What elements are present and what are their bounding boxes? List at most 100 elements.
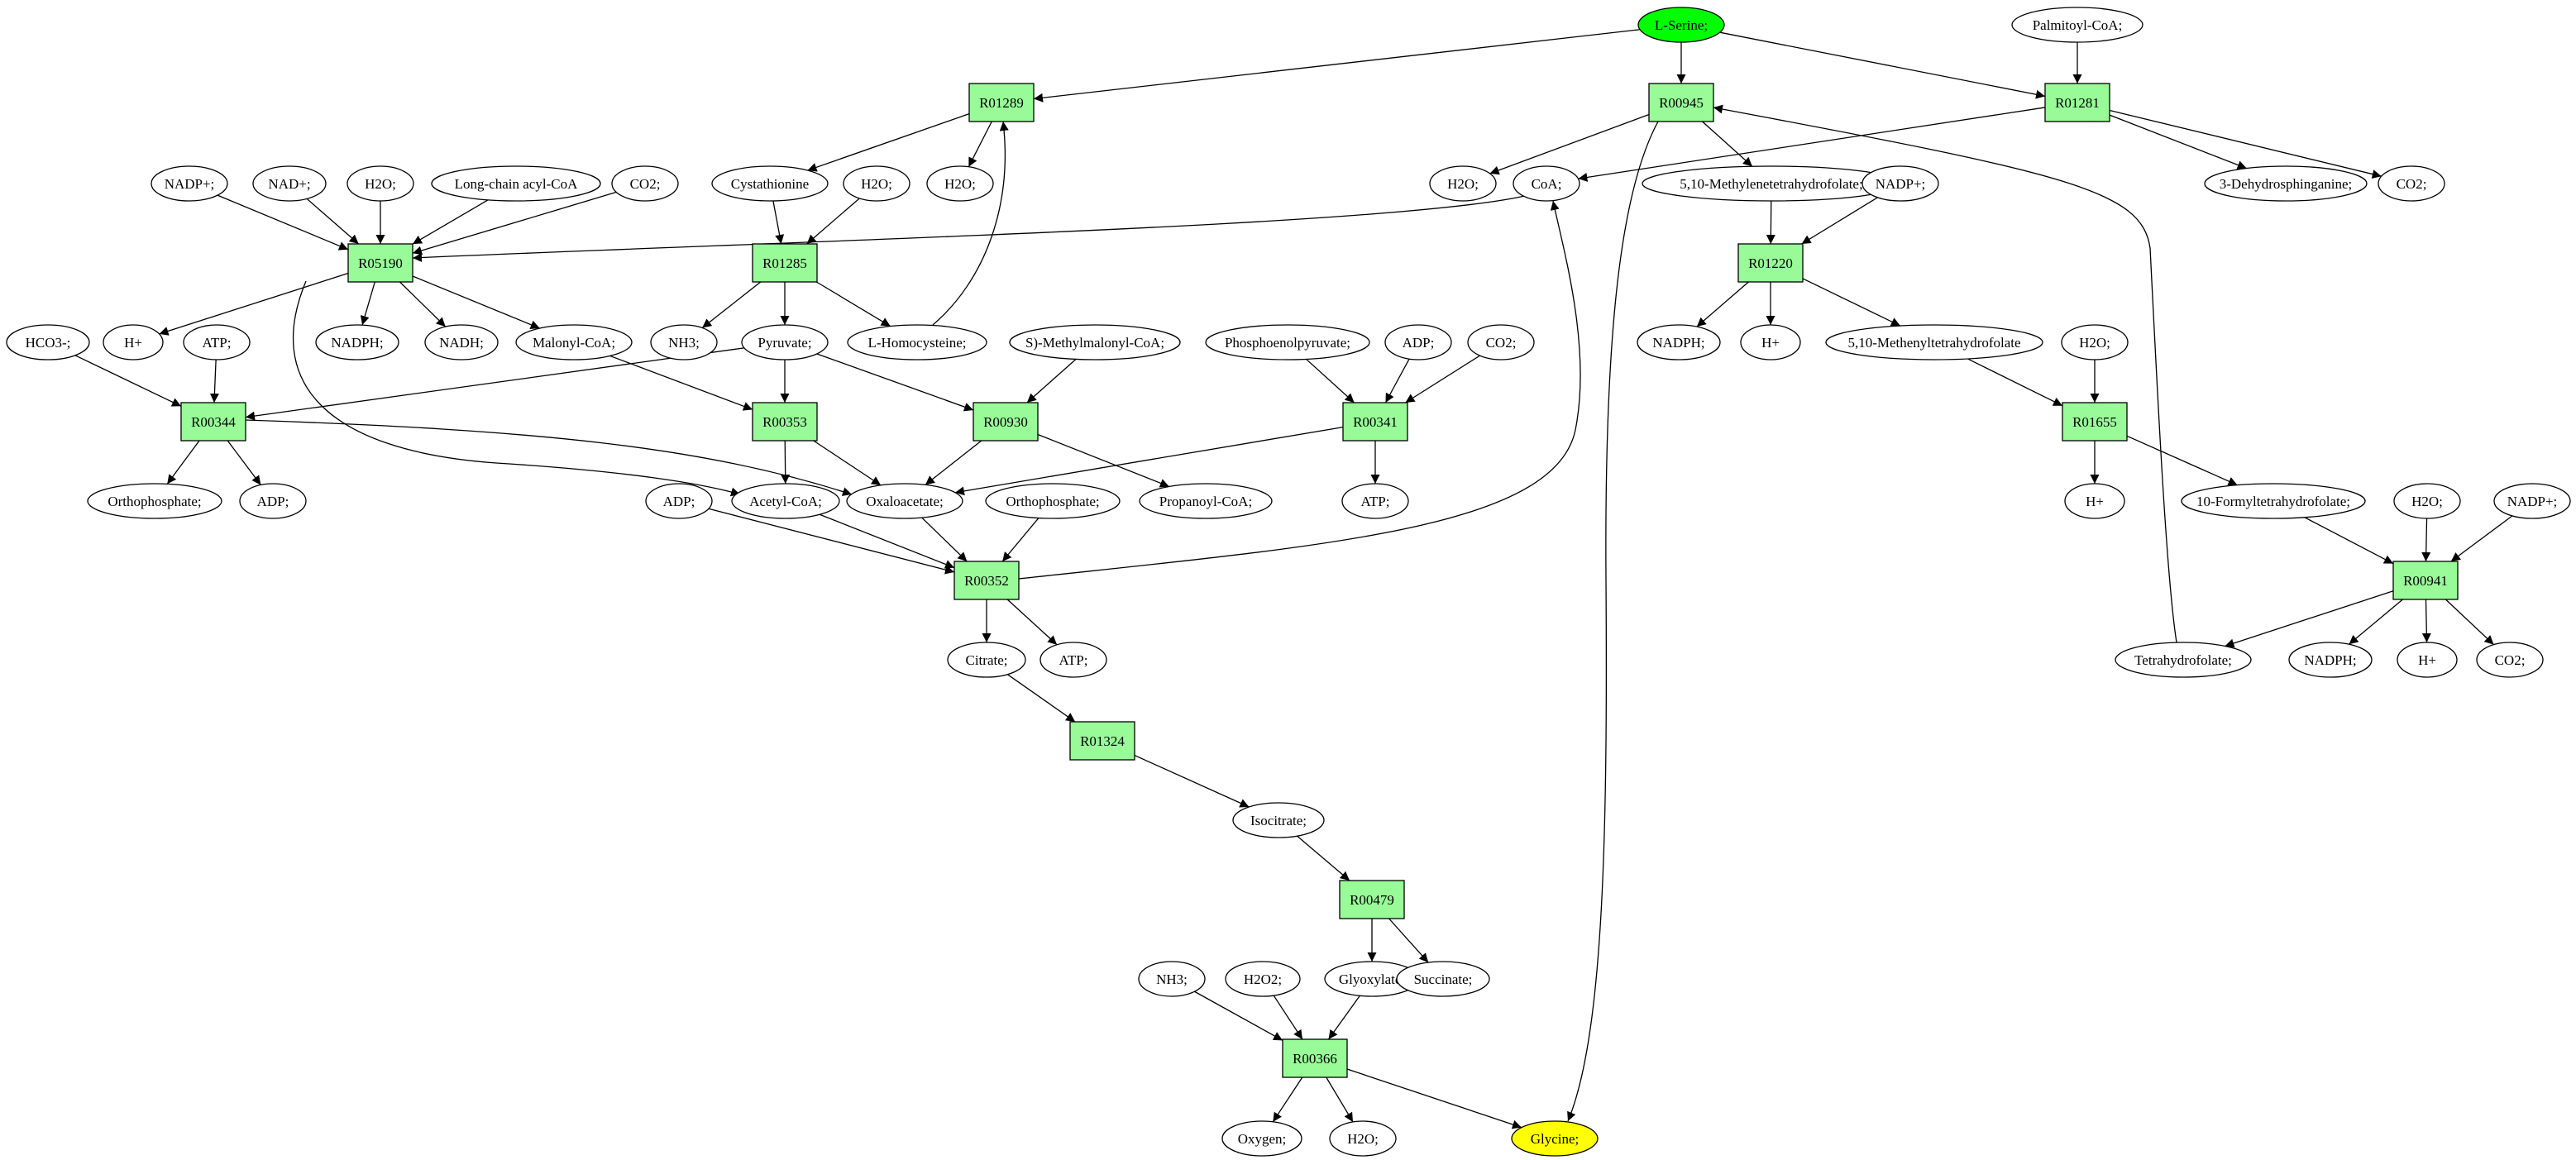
- metabolite-node-nad-1[interactable]: NAD+;: [252, 165, 327, 202]
- metabolite-node-h-1[interactable]: H+: [103, 324, 164, 360]
- metabolite-node-h2o-2[interactable]: H2O;: [843, 165, 910, 202]
- metabolite-node-methylmalonyl-coa[interactable]: S)-Methylmalonyl-CoA;: [1009, 324, 1181, 360]
- reaction-label: R05190: [358, 255, 403, 271]
- reaction-node-r05190[interactable]: R05190: [347, 243, 413, 283]
- metabolite-ellipse: [6, 324, 90, 360]
- reaction-node-r00479[interactable]: R00479: [1339, 880, 1405, 919]
- metabolite-node-h-4[interactable]: H+: [2397, 642, 2458, 678]
- reaction-node-r00352[interactable]: R00352: [953, 561, 1020, 600]
- metabolite-ellipse: [183, 324, 251, 360]
- metabolite-label: S)-Methylmalonyl-CoA;: [1025, 335, 1164, 351]
- metabolite-node-h2o-1[interactable]: H2O;: [346, 165, 414, 202]
- metabolite-node-h-2[interactable]: H+: [1740, 324, 1801, 360]
- metabolite-node-l-serine[interactable]: L-Serine;: [1637, 7, 1725, 43]
- metabolite-node-isocitrate[interactable]: Isocitrate;: [1232, 802, 1325, 838]
- metabolite-node-h2o-5[interactable]: H2O;: [2061, 324, 2129, 360]
- metabolite-node-nadp-2[interactable]: NADP+;: [1862, 165, 1939, 202]
- edge-hco3-to-R00344: [74, 355, 182, 407]
- metabolite-node-co2-3[interactable]: CO2;: [1467, 324, 1535, 360]
- metabolite-node-methylene-thf[interactable]: 5,10-Methylenetetrahydrofolate;: [1642, 165, 1901, 202]
- reaction-node-r01220[interactable]: R01220: [1737, 243, 1804, 283]
- reaction-label: R01324: [1080, 733, 1125, 749]
- metabolite-node-nadp-1[interactable]: NADP+;: [151, 165, 228, 202]
- metabolite-node-adp-2[interactable]: ADP;: [239, 483, 307, 519]
- metabolite-node-nh3-1[interactable]: NH3;: [650, 324, 718, 360]
- metabolite-node-pep[interactable]: Phosphoenolpyruvate;: [1205, 324, 1370, 360]
- metabolite-label: H+: [2418, 652, 2436, 668]
- metabolite-node-atp-2[interactable]: ATP;: [1341, 483, 1409, 519]
- metabolite-node-citrate[interactable]: Citrate;: [947, 642, 1026, 678]
- metabolite-node-pyruvate[interactable]: Pyruvate;: [741, 324, 829, 360]
- metabolite-node-methenyl-thf[interactable]: 5,10-Methenyltetrahydrofolate: [1825, 324, 2043, 360]
- reaction-node-r00930[interactable]: R00930: [973, 402, 1039, 442]
- metabolite-node-h-3[interactable]: H+: [2064, 483, 2125, 519]
- metabolite-node-dehydrosphinganine[interactable]: 3-Dehydrosphinganine;: [2204, 165, 2368, 202]
- metabolite-ellipse: [103, 324, 164, 360]
- reaction-node-r01324[interactable]: R01324: [1069, 721, 1135, 761]
- metabolite-node-nh3-2[interactable]: NH3;: [1138, 961, 1206, 997]
- edge-nadp_2-to-R01220: [1801, 197, 1878, 245]
- edge-R01281-to-co2_2: [2109, 109, 2382, 179]
- reaction-node-r00344[interactable]: R00344: [180, 402, 246, 442]
- metabolite-node-glycine[interactable]: Glycine;: [1511, 1120, 1599, 1157]
- reaction-node-r01281[interactable]: R01281: [2044, 83, 2110, 122]
- metabolite-node-palmitoyl-coa[interactable]: Palmitoyl-CoA;: [2011, 7, 2143, 43]
- reaction-node-r00341[interactable]: R00341: [1342, 402, 1408, 442]
- metabolite-node-h2o-3[interactable]: H2O;: [926, 165, 994, 202]
- metabolite-node-h2o-7[interactable]: H2O;: [1329, 1120, 1397, 1157]
- metabolite-ellipse: [346, 165, 414, 202]
- metabolite-node-nadh[interactable]: NADH;: [424, 324, 499, 360]
- metabolite-node-succinate[interactable]: Succinate;: [1396, 961, 1490, 997]
- metabolite-ellipse: [2393, 483, 2461, 519]
- metabolite-node-cystathionine[interactable]: Cystathionine: [711, 165, 829, 202]
- metabolite-node-atp-1[interactable]: ATP;: [183, 324, 251, 360]
- metabolite-node-glyoxylate[interactable]: Glyoxylate;: [1324, 961, 1420, 997]
- metabolite-node-long-chain-acyl-coa[interactable]: Long-chain acyl-CoA: [431, 165, 601, 202]
- metabolite-ellipse: [731, 483, 840, 519]
- metabolite-node-orthophosphate-1[interactable]: Orthophosphate;: [87, 483, 222, 519]
- metabolite-node-atp-3[interactable]: ATP;: [1039, 642, 1107, 678]
- edge-methylmalonyl_coa-to-R00930: [1026, 358, 1077, 403]
- metabolite-node-propanoyl-coa[interactable]: Propanoyl-CoA;: [1139, 483, 1273, 519]
- metabolite-node-h2o2[interactable]: H2O2;: [1225, 961, 1301, 997]
- metabolite-node-nadph-1[interactable]: NADPH;: [315, 324, 399, 360]
- metabolite-node-acetyl-coa[interactable]: Acetyl-CoA;: [731, 483, 840, 519]
- metabolite-node-coa[interactable]: CoA;: [1513, 165, 1580, 202]
- reaction-node-r00941[interactable]: R00941: [2392, 561, 2459, 600]
- metabolite-node-adp-1[interactable]: ADP;: [1384, 324, 1452, 360]
- metabolite-node-oxaloacetate[interactable]: Oxaloacetate;: [846, 483, 963, 519]
- edge-R00945-to-h2o_4: [1489, 113, 1650, 175]
- reaction-node-r01289[interactable]: R01289: [968, 83, 1035, 122]
- metabolite-node-h2o-6[interactable]: H2O;: [2393, 483, 2461, 519]
- metabolite-ellipse: [650, 324, 718, 360]
- metabolite-node-nadp-3[interactable]: NADP+;: [2493, 483, 2571, 519]
- metabolite-node-thf[interactable]: Tetrahydrofolate;: [2115, 642, 2252, 678]
- edge-nh3_2-to-R00366: [1194, 991, 1283, 1041]
- reaction-node-r00945[interactable]: R00945: [1648, 83, 1714, 122]
- metabolite-node-co2-2[interactable]: CO2;: [2378, 165, 2445, 202]
- metabolite-node-malonyl-coa[interactable]: Malonyl-CoA;: [515, 324, 633, 360]
- reaction-node-r00353[interactable]: R00353: [752, 402, 818, 442]
- metabolite-node-l-homocysteine[interactable]: L-Homocysteine;: [847, 324, 987, 360]
- metabolite-node-nadph-3[interactable]: NADPH;: [2288, 642, 2373, 678]
- metabolite-node-nadph-2[interactable]: NADPH;: [1637, 324, 1721, 360]
- edge-R05190-to-malonyl_coa: [412, 275, 540, 329]
- metabolite-node-oxygen[interactable]: Oxygen;: [1221, 1120, 1302, 1157]
- metabolite-node-hco3[interactable]: HCO3-;: [6, 324, 90, 360]
- metabolite-node-co2-4[interactable]: CO2;: [2476, 642, 2544, 678]
- metabolite-node-adp-3[interactable]: ADP;: [645, 483, 713, 519]
- edge-R00352-to-atp_3: [1006, 599, 1058, 646]
- metabolite-ellipse: [1384, 324, 1452, 360]
- edge-R01289-to-h2o_3: [968, 121, 992, 168]
- metabolite-node-co2-1[interactable]: CO2;: [611, 165, 679, 202]
- edge-R00945-to-methylene_thf: [1702, 121, 1753, 167]
- metabolite-node-orthophosphate-2[interactable]: Orthophosphate;: [985, 483, 1121, 519]
- reaction-label: R01220: [1748, 255, 1793, 271]
- reaction-node-r01285[interactable]: R01285: [752, 243, 818, 283]
- reaction-node-r00366[interactable]: R00366: [1282, 1038, 1348, 1078]
- reaction-node-r01655[interactable]: R01655: [2062, 402, 2128, 442]
- metabolite-node-h2o-4[interactable]: H2O;: [1429, 165, 1497, 202]
- metabolite-node-formyl-thf[interactable]: 10-Formyltetrahydrofolate;: [2181, 483, 2366, 519]
- metabolite-label: H2O;: [365, 176, 396, 192]
